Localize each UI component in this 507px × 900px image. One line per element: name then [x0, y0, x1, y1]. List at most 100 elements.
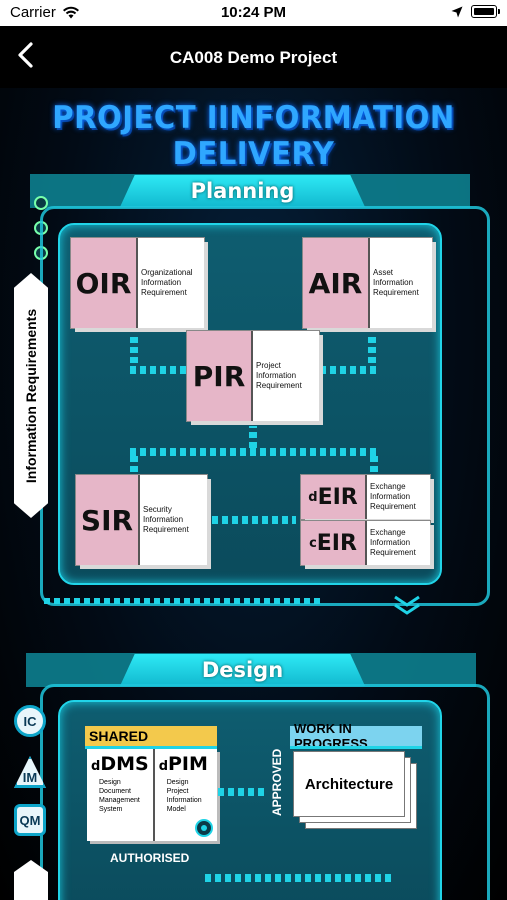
ceir-desc-line: Requirement: [370, 548, 416, 557]
authorised-label: AUTHORISED: [110, 851, 190, 865]
deir-desc-line: Information: [370, 492, 411, 501]
air-abbr: AIR: [303, 238, 370, 328]
oir-desc-line: Organizational: [141, 268, 193, 277]
approved-label: APPROVED: [270, 748, 284, 816]
connector: [368, 333, 376, 363]
wip-label: WORK IN PROGRESS: [290, 721, 422, 751]
sir-desc-line: Information: [143, 515, 184, 524]
planning-header: Planning: [120, 175, 365, 207]
location-arrow-icon: [451, 6, 463, 17]
sir-desc-line: Requirement: [143, 525, 189, 534]
connector: [320, 366, 376, 374]
deir-desc-line: Requirement: [370, 502, 416, 511]
diagram-scroll-view[interactable]: PROJECT IINFORMATION DELIVERY Planning I…: [0, 88, 507, 900]
connector: [130, 452, 138, 472]
dpim-desc-line: Design: [166, 779, 189, 786]
air-card[interactable]: AIR Asset Information Requirement: [303, 238, 432, 328]
deir-desc-line: Exchange: [370, 482, 406, 491]
deir-description: Exchange Information Requirement: [367, 475, 419, 519]
sir-description: Security Information Requirement: [140, 475, 192, 565]
air-desc-line: Asset: [373, 268, 394, 277]
shared-label: SHARED: [85, 726, 217, 746]
sir-card[interactable]: SIR Security Information Requirement: [76, 475, 207, 565]
oir-abbr: OIR: [71, 238, 138, 328]
frame-decoration: [44, 598, 324, 604]
dpim-desc-line: Model: [166, 806, 186, 813]
wip-label-underline: [290, 746, 422, 749]
ceir-desc-line: Exchange: [370, 528, 406, 537]
connector: [130, 366, 186, 374]
connector: [218, 788, 268, 796]
dpim-desc-line: Project: [166, 788, 189, 795]
connector: [212, 516, 296, 524]
information-requirements-label: Information Requirements: [23, 308, 39, 483]
connector: [249, 426, 257, 448]
nav-title: CA008 Demo Project: [169, 48, 338, 67]
battery-icon: [471, 5, 500, 18]
ddms-abbr-text: DMS: [100, 753, 149, 775]
design-header: Design: [120, 654, 365, 686]
air-desc-line: Requirement: [373, 288, 419, 297]
pir-abbr: PIR: [187, 331, 253, 421]
air-description: Asset Information Requirement: [370, 238, 422, 328]
shared-label-underline: [85, 746, 217, 749]
ceir-description: Exchange Information Requirement: [367, 521, 419, 565]
pir-desc-line: Information: [256, 371, 297, 380]
planning-header-label: Planning: [190, 179, 295, 203]
air-desc-line: Information: [373, 278, 414, 287]
design-header-label: Design: [201, 658, 284, 682]
ceir-prefix: c: [309, 535, 317, 551]
carrier-label: Carrier: [10, 4, 56, 21]
connector: [205, 874, 395, 882]
navigation-bar: CA008 Demo Project: [0, 26, 507, 88]
gear-icon: [195, 819, 213, 837]
shared-card[interactable]: dDMS Design Document Management System d…: [87, 749, 217, 841]
status-bar: Carrier 10:24 PM: [0, 0, 507, 26]
ddms-desc-line: Document: [99, 788, 131, 795]
pir-desc-line: Requirement: [256, 381, 302, 390]
status-left: Carrier: [10, 4, 80, 21]
oir-description: Organizational Information Requirement: [138, 238, 196, 328]
chevron-left-icon: [18, 42, 33, 68]
ceir-desc-line: Information: [370, 538, 411, 547]
dpim-abbr: dPIM: [159, 753, 213, 778]
pir-description: Project Information Requirement: [253, 331, 305, 421]
architecture-label: Architecture: [304, 775, 394, 793]
status-right: [451, 5, 500, 18]
back-button[interactable]: [14, 40, 54, 74]
dpim-desc-line: Information: [166, 797, 202, 804]
ddms-desc-line: Design: [99, 779, 121, 786]
bolt-decoration: [34, 196, 48, 210]
architecture-card[interactable]: Architecture: [293, 751, 405, 817]
wip-stack[interactable]: Architecture: [293, 751, 418, 831]
deir-abbr-text: EIR: [317, 484, 358, 510]
dpim-prefix: d: [158, 759, 168, 774]
pir-desc-line: Project: [256, 361, 281, 370]
connector: [130, 333, 138, 363]
ddms-desc-line: System: [99, 806, 123, 813]
oir-desc-line: Information: [141, 278, 182, 287]
oir-desc-line: Requirement: [141, 288, 187, 297]
sir-abbr: SIR: [76, 475, 140, 565]
deir-prefix: d: [308, 489, 318, 505]
oir-card[interactable]: OIR Organizational Information Requireme…: [71, 238, 204, 328]
sir-desc-line: Security: [143, 505, 172, 514]
wifi-icon: [62, 6, 79, 19]
ddms-section[interactable]: dDMS Design Document Management System: [87, 749, 155, 841]
clock: 10:24 PM: [220, 4, 287, 21]
ddms-abbr: dDMS: [91, 753, 149, 778]
connector: [370, 452, 378, 472]
connector: [130, 448, 380, 456]
information-requirements-tab[interactable]: Information Requirements: [14, 273, 48, 518]
dpim-section[interactable]: dPIM Design Project Information Model: [155, 749, 217, 841]
chevron-down-double-icon: [394, 595, 420, 615]
pir-card[interactable]: PIR Project Information Requirement: [187, 331, 319, 421]
qm-badge[interactable]: QM: [14, 804, 46, 836]
dpim-abbr-text: PIM: [168, 753, 208, 775]
ic-badge[interactable]: IC: [14, 705, 46, 737]
ceir-abbr-text: EIR: [316, 530, 357, 556]
